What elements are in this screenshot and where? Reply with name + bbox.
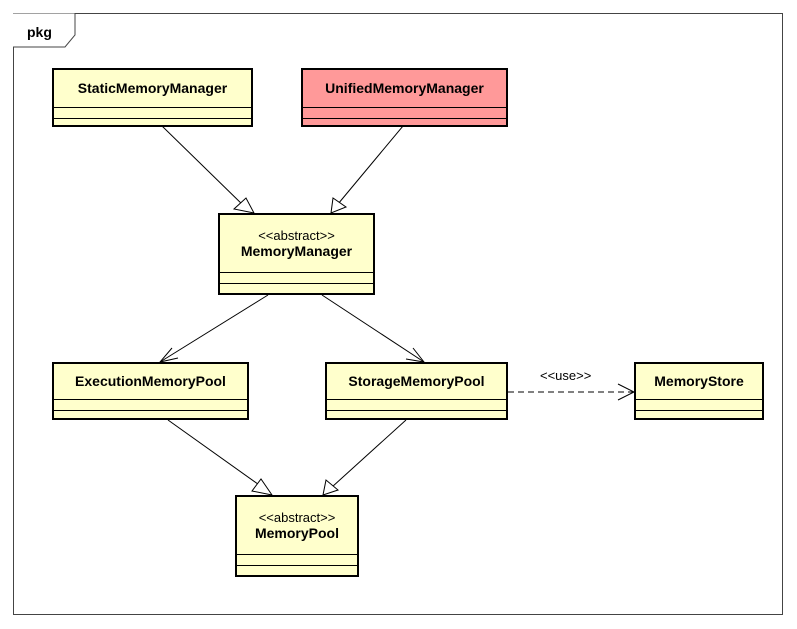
class-memory-pool[interactable]: <<abstract>> MemoryPool bbox=[235, 495, 359, 577]
class-header: StaticMemoryManager bbox=[54, 70, 251, 108]
class-memory-store[interactable]: MemoryStore bbox=[634, 362, 764, 420]
attributes-compartment bbox=[237, 555, 357, 566]
attributes-compartment bbox=[303, 108, 506, 119]
attributes-compartment bbox=[327, 400, 506, 411]
attributes-compartment bbox=[54, 400, 247, 411]
operations-compartment bbox=[54, 119, 251, 129]
class-header: <<abstract>> MemoryManager bbox=[220, 215, 373, 273]
class-static-memory-manager[interactable]: StaticMemoryManager bbox=[52, 68, 253, 127]
operations-compartment bbox=[636, 411, 762, 421]
package-label: pkg bbox=[27, 24, 52, 40]
class-name: ExecutionMemoryPool bbox=[75, 373, 226, 389]
class-storage-memory-pool[interactable]: StorageMemoryPool bbox=[325, 362, 508, 420]
package-frame bbox=[13, 13, 783, 615]
operations-compartment bbox=[54, 411, 247, 421]
class-name: MemoryPool bbox=[254, 524, 339, 541]
class-name: MemoryManager bbox=[240, 242, 353, 259]
class-stereotype: <<abstract>> bbox=[258, 227, 335, 243]
class-header: MemoryStore bbox=[636, 364, 762, 400]
class-header: StorageMemoryPool bbox=[327, 364, 506, 400]
class-name: UnifiedMemoryManager bbox=[325, 80, 484, 96]
package-tab bbox=[13, 13, 76, 48]
attributes-compartment bbox=[636, 400, 762, 411]
association-memorymanager-to-execution bbox=[158, 294, 269, 363]
association-memorymanager-to-storage bbox=[321, 294, 426, 363]
operations-compartment bbox=[327, 411, 506, 421]
generalization-unified-to-memorymanager bbox=[330, 125, 404, 214]
generalization-static-to-memorymanager bbox=[161, 125, 255, 214]
operations-compartment bbox=[237, 566, 357, 576]
class-name: StorageMemoryPool bbox=[348, 373, 485, 389]
generalization-execution-to-memorypool bbox=[167, 419, 274, 496]
dependency-storage-to-memorystore bbox=[508, 383, 636, 401]
class-header: <<abstract>> MemoryPool bbox=[237, 497, 357, 555]
attributes-compartment bbox=[220, 273, 373, 284]
operations-compartment bbox=[303, 119, 506, 129]
class-memory-manager[interactable]: <<abstract>> MemoryManager bbox=[218, 213, 375, 295]
operations-compartment bbox=[220, 284, 373, 294]
class-name: MemoryStore bbox=[654, 373, 744, 389]
class-header: UnifiedMemoryManager bbox=[303, 70, 506, 108]
class-header: ExecutionMemoryPool bbox=[54, 364, 247, 400]
class-name: StaticMemoryManager bbox=[77, 80, 228, 96]
class-stereotype: <<abstract>> bbox=[258, 509, 336, 525]
class-unified-memory-manager[interactable]: UnifiedMemoryManager bbox=[301, 68, 508, 127]
attributes-compartment bbox=[54, 108, 251, 119]
generalization-storage-to-memorypool bbox=[322, 419, 407, 496]
class-execution-memory-pool[interactable]: ExecutionMemoryPool bbox=[52, 362, 249, 420]
use-dependency-label: <<use>> bbox=[540, 368, 592, 383]
